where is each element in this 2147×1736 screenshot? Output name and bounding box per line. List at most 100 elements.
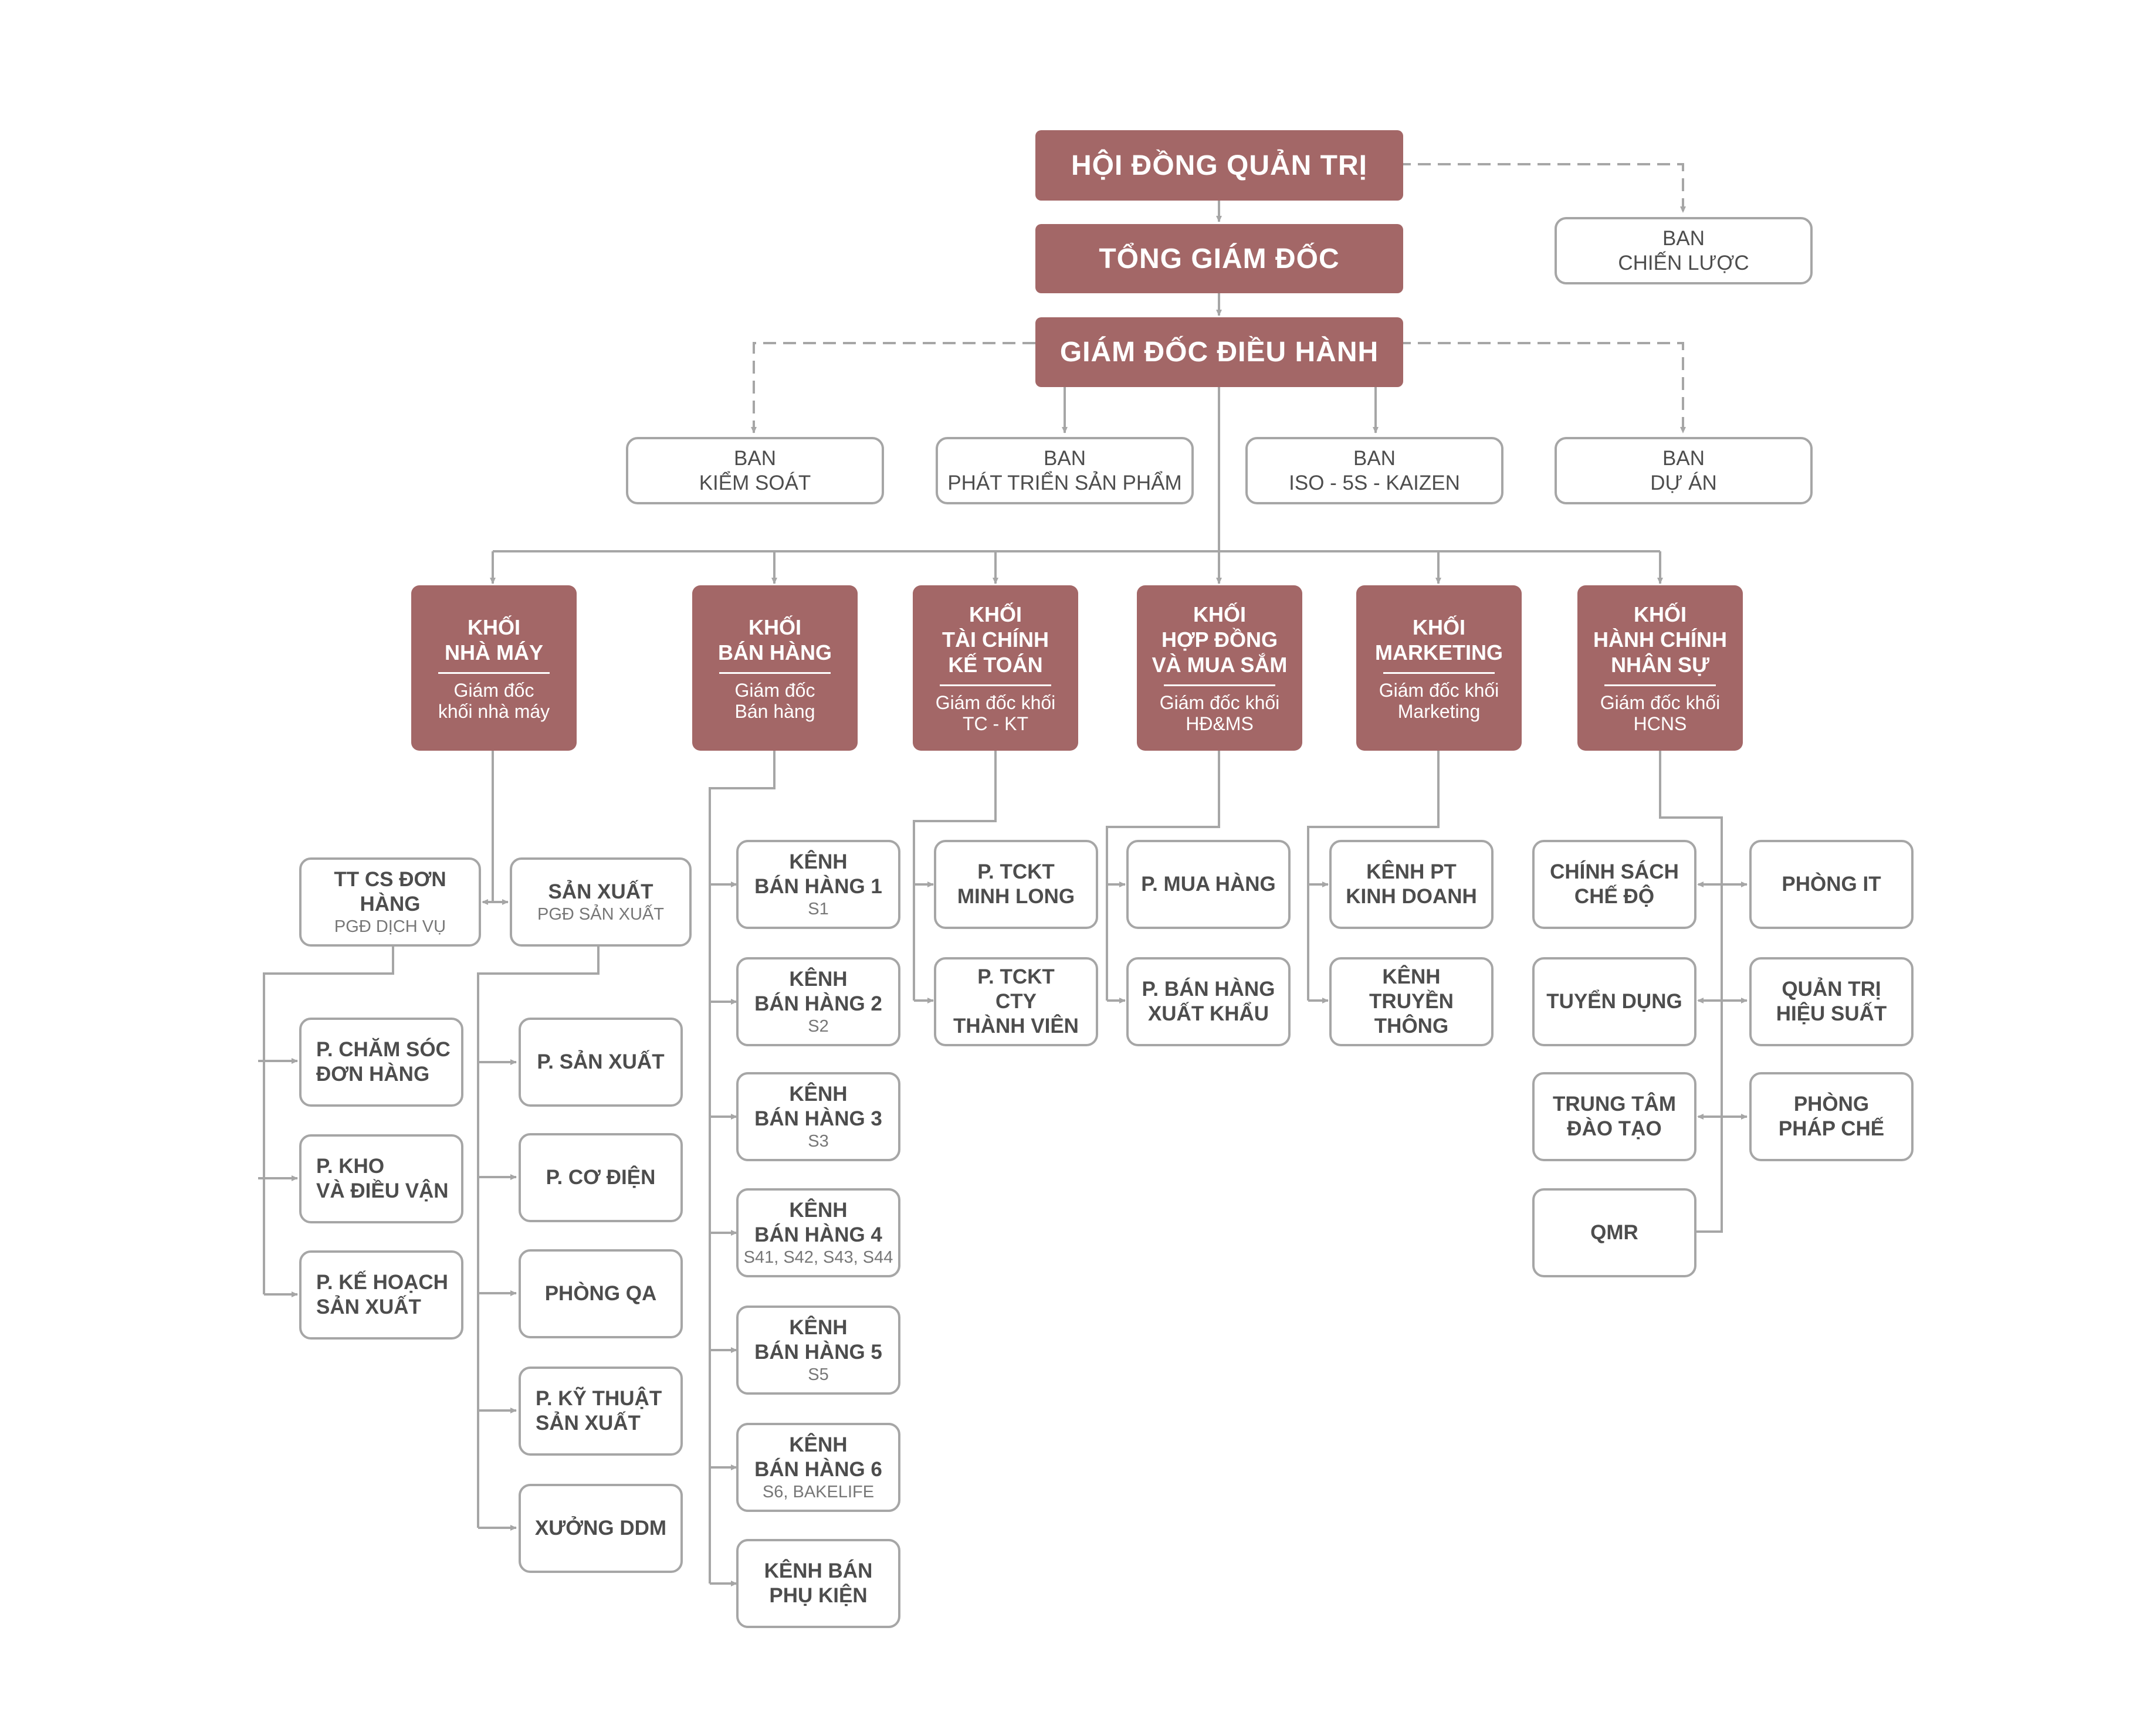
- hr-dept-box: TRUNG TÂM ĐÀO TẠO: [1532, 1072, 1696, 1161]
- hr-dept-box: PHÒNG PHÁP CHẾ: [1749, 1072, 1914, 1161]
- board-box: HỘI ĐỒNG QUẢN TRỊ: [1035, 130, 1403, 201]
- dept-label: P. CƠ ĐIỆN: [546, 1166, 656, 1189]
- sales-channel-box: KÊNH BÁN HÀNG 3 S3: [736, 1072, 900, 1161]
- ban-iso-label: BAN ISO - 5S - KAIZEN: [1289, 446, 1460, 494]
- block-title: KHỐI NHÀ MÁY: [445, 615, 543, 664]
- dept-box: PHÒNG QA: [519, 1249, 683, 1338]
- dept-label: P. BÁN HÀNG XUẤT KHẨU: [1142, 978, 1275, 1025]
- dept-label: P. KHO VÀ ĐIỀU VẬN: [316, 1155, 449, 1202]
- dept-box: XƯỞNG DDM: [519, 1484, 683, 1573]
- channel-title: KÊNH BÁN HÀNG 6: [754, 1433, 882, 1481]
- channel-sub: S1: [808, 900, 829, 918]
- block-title: KHỐI HỢP ĐỒNG VÀ MUA SẮM: [1152, 602, 1288, 677]
- coo-label: GIÁM ĐỐC ĐIỀU HÀNH: [1059, 337, 1379, 368]
- block-title: KHỐI HÀNH CHÍNH NHÂN SỰ: [1593, 602, 1727, 677]
- dept-label: P. TCKT CTY THÀNH VIÊN: [953, 965, 1079, 1037]
- channel-sub: S2: [808, 1017, 829, 1036]
- dept-label: KÊNH PT KINH DOANH: [1346, 860, 1477, 908]
- ban-kiem-soat-label: BAN KIỂM SOÁT: [699, 446, 811, 494]
- dept-box: P. SẢN XUẤT: [519, 1018, 683, 1107]
- block-ban-hang: KHỐI BÁN HÀNG Giám đốc Bán hàng: [692, 585, 858, 751]
- unit-title: SẢN XUẤT: [548, 880, 653, 903]
- block-title: KHỐI MARKETING: [1375, 615, 1503, 664]
- dept-label: CHÍNH SÁCH CHẾ ĐỘ: [1550, 860, 1679, 908]
- dept-label: PHÒNG IT: [1782, 873, 1881, 896]
- block-divider: [1164, 684, 1275, 686]
- dept-label: P. SẢN XUẤT: [537, 1050, 665, 1073]
- dept-label: P. KỸ THUẬT SẢN XUẤT: [536, 1387, 662, 1435]
- dept-label: QUẢN TRỊ HIỆU SUẤT: [1776, 978, 1887, 1025]
- dept-label: PHÒNG QA: [544, 1282, 657, 1305]
- ban-chien-luoc-label: BAN CHIẾN LƯỢC: [1618, 226, 1749, 274]
- hr-dept-box: QUẢN TRỊ HIỆU SUẤT: [1749, 957, 1914, 1046]
- block-nha-may: KHỐI NHÀ MÁY Giám đốc khối nhà máy: [411, 585, 577, 751]
- procurement-dept-box: P. BÁN HÀNG XUẤT KHẨU: [1126, 957, 1291, 1046]
- board-label: HỘI ĐỒNG QUẢN TRỊ: [1071, 150, 1367, 181]
- dept-label: PHÒNG PHÁP CHẾ: [1778, 1093, 1885, 1140]
- dept-label: P. MUA HÀNG: [1141, 873, 1276, 896]
- ban-du-an-label: BAN DỰ ÁN: [1650, 446, 1717, 494]
- san-xuat-box: SẢN XUẤT PGĐ SẢN XUẤT: [510, 857, 692, 947]
- block-director: Giám đốc khối HCNS: [1600, 692, 1721, 734]
- unit-sub: PGĐ SẢN XUẤT: [537, 905, 664, 924]
- ceo-box: TỔNG GIÁM ĐỐC: [1035, 224, 1403, 293]
- ban-phat-trien-label: BAN PHÁT TRIỂN SẢN PHẨM: [947, 446, 1182, 494]
- sales-channel-box: KÊNH BÁN HÀNG 5 S5: [736, 1306, 900, 1395]
- sales-channel-box: KÊNH BÁN HÀNG 4 S41, S42, S43, S44: [736, 1188, 900, 1277]
- dept-label: QMR: [1590, 1221, 1638, 1244]
- procurement-dept-box: P. MUA HÀNG: [1126, 840, 1291, 929]
- unit-title: TT CS ĐƠN HÀNG: [334, 868, 446, 916]
- channel-title: KÊNH BÁN HÀNG 1: [754, 850, 882, 898]
- ban-du-an-box: BAN DỰ ÁN: [1555, 437, 1813, 504]
- ban-chien-luoc-box: BAN CHIẾN LƯỢC: [1555, 217, 1813, 284]
- block-director: Giám đốc khối Marketing: [1379, 679, 1499, 722]
- block-tai-chinh: KHỐI TÀI CHÍNH KẾ TOÁN Giám đốc khối TC …: [913, 585, 1078, 751]
- ban-kiem-soat-box: BAN KIỂM SOÁT: [626, 437, 884, 504]
- tt-cs-don-hang-box: TT CS ĐƠN HÀNG PGĐ DỊCH VỤ: [299, 857, 481, 947]
- block-divider: [940, 684, 1051, 686]
- sales-channel-box: KÊNH BÁN HÀNG 1 S1: [736, 840, 900, 929]
- dept-box: P. CHĂM SÓC ĐƠN HÀNG: [299, 1018, 463, 1107]
- ban-iso-box: BAN ISO - 5S - KAIZEN: [1245, 437, 1503, 504]
- dept-label: P. KẾ HOẠCH SẢN XUẤT: [316, 1271, 448, 1318]
- dept-label: KÊNH TRUYỀN THÔNG: [1369, 965, 1454, 1037]
- block-director: Giám đốc khối TC - KT: [935, 692, 1056, 734]
- dept-box: P. KHO VÀ ĐIỀU VẬN: [299, 1134, 463, 1223]
- block-divider: [1383, 672, 1495, 674]
- ban-phat-trien-box: BAN PHÁT TRIỂN SẢN PHẨM: [936, 437, 1194, 504]
- dept-label: XƯỞNG DDM: [534, 1517, 667, 1540]
- channel-title: KÊNH BÁN PHỤ KIỆN: [764, 1559, 873, 1607]
- finance-dept-box: P. TCKT CTY THÀNH VIÊN: [934, 957, 1098, 1046]
- channel-title: KÊNH BÁN HÀNG 4: [754, 1199, 882, 1246]
- dept-label: TUYỂN DỤNG: [1546, 990, 1682, 1013]
- finance-dept-box: P. TCKT MINH LONG: [934, 840, 1098, 929]
- dept-label: TRUNG TÂM ĐÀO TẠO: [1553, 1093, 1676, 1140]
- sales-channel-box: KÊNH BÁN HÀNG 6 S6, BAKELIFE: [736, 1423, 900, 1512]
- channel-sub: S6, BAKELIFE: [762, 1483, 875, 1501]
- block-divider: [438, 672, 550, 674]
- block-hanh-chinh: KHỐI HÀNH CHÍNH NHÂN SỰ Giám đốc khối HC…: [1577, 585, 1743, 751]
- dept-box: P. CƠ ĐIỆN: [519, 1133, 683, 1222]
- channel-title: KÊNH BÁN HÀNG 5: [754, 1316, 882, 1364]
- hr-dept-box: QMR: [1532, 1188, 1696, 1277]
- unit-sub: PGĐ DỊCH VỤ: [334, 917, 446, 936]
- channel-title: KÊNH BÁN HÀNG 2: [754, 968, 882, 1015]
- block-title: KHỐI BÁN HÀNG: [718, 615, 832, 664]
- hr-dept-box: CHÍNH SÁCH CHẾ ĐỘ: [1532, 840, 1696, 929]
- marketing-dept-box: KÊNH TRUYỀN THÔNG: [1329, 957, 1494, 1046]
- block-director: Giám đốc Bán hàng: [734, 679, 815, 722]
- block-marketing: KHỐI MARKETING Giám đốc khối Marketing: [1356, 585, 1522, 751]
- channel-title: KÊNH BÁN HÀNG 3: [754, 1083, 882, 1130]
- channel-sub: S5: [808, 1365, 829, 1384]
- coo-box: GIÁM ĐỐC ĐIỀU HÀNH: [1035, 317, 1403, 387]
- channel-sub: S41, S42, S43, S44: [743, 1248, 893, 1267]
- ceo-label: TỔNG GIÁM ĐỐC: [1099, 243, 1340, 274]
- channel-sub: S3: [808, 1132, 829, 1151]
- hr-dept-box: TUYỂN DỤNG: [1532, 957, 1696, 1046]
- dept-label: P. TCKT MINH LONG: [957, 860, 1075, 908]
- dept-box: P. KẾ HOẠCH SẢN XUẤT: [299, 1250, 463, 1340]
- sales-channel-box: KÊNH BÁN HÀNG 2 S2: [736, 957, 900, 1046]
- dept-label: P. CHĂM SÓC ĐƠN HÀNG: [316, 1038, 451, 1086]
- block-divider: [1604, 684, 1716, 686]
